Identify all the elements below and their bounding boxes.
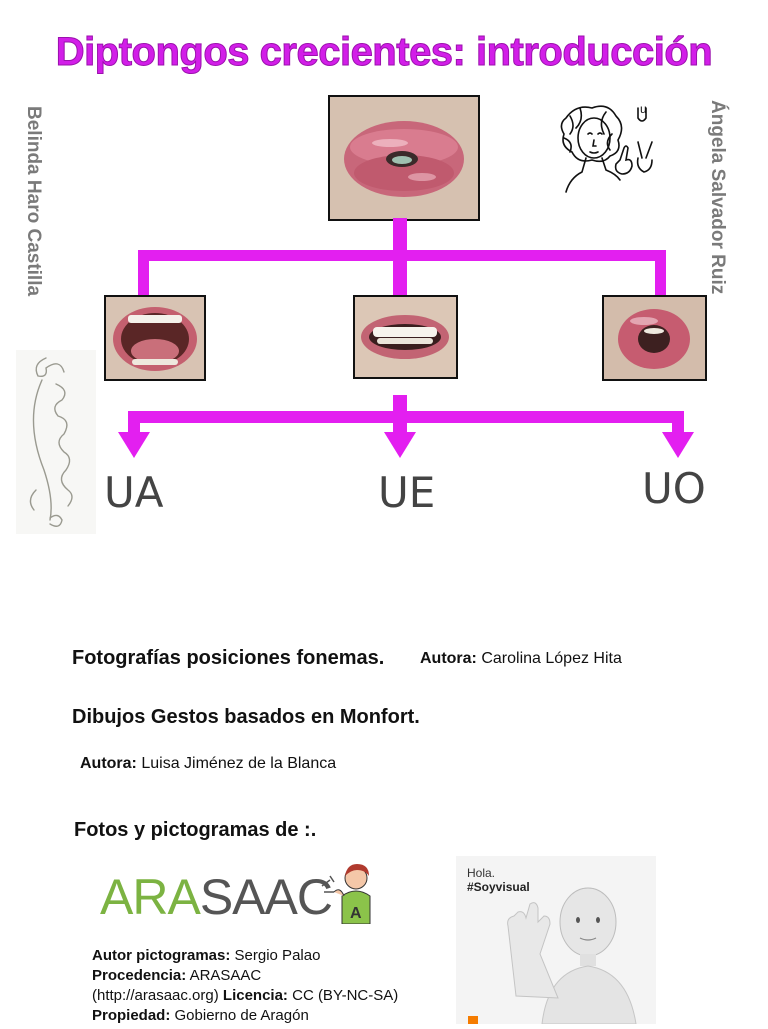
arasaac-mascot-icon: A [321, 864, 371, 925]
connector-leg-right [672, 411, 684, 435]
drawings-author-name: Luisa Jiménez de la Blanca [141, 755, 337, 772]
gesture-u-icon [560, 105, 653, 193]
page-title: Diptongos crecientes: introducción [55, 30, 713, 75]
vowel-ua: UA [104, 468, 164, 517]
photos-credit: Fotografías posiciones fonemas. [72, 647, 384, 670]
author-right: Ángela Salvador Ruiz [707, 100, 728, 295]
mouth-e-icon [355, 297, 456, 377]
arasaac-credits: Autor pictogramas: Sergio Palao Proceden… [92, 946, 432, 1026]
watermark-logo [16, 350, 96, 534]
arasaac-owner-label: Propiedad: [92, 1007, 171, 1024]
svg-text:A: A [350, 905, 362, 922]
gesture-label: u [640, 102, 647, 116]
arasaac-author: Sergio Palao [234, 947, 321, 964]
drawings-author-label: Autora: [80, 755, 137, 772]
arasaac-logo: ARASAAC [100, 868, 333, 926]
mouth-photo-o [602, 295, 707, 381]
mouth-photo-u [328, 95, 480, 221]
connector-stem-top [393, 218, 407, 258]
photos-author: Autora: Carolina López Hita [420, 650, 622, 668]
drawings-heading: Dibujos Gestos basados en Monfort. [72, 706, 420, 728]
soyvisual-hashtag: #Soyvisual [467, 880, 530, 894]
photos-author-name: Carolina López Hita [481, 650, 622, 667]
mouth-photo-a [104, 295, 206, 381]
pictos-heading: Fotos y pictogramas de :. [74, 819, 317, 841]
connector-drop-left [138, 250, 149, 296]
arrowheads [118, 432, 694, 458]
soyvisual-greeting: Hola. [467, 866, 496, 880]
mouth-u-icon [330, 97, 478, 219]
watermark-icon [29, 357, 73, 527]
arrow-down-icon-center [384, 432, 416, 458]
connector-drop-center [393, 250, 407, 296]
gesture-drawing: u [546, 98, 672, 214]
arasaac-mascot: A [316, 862, 374, 925]
mouth-a-icon [106, 297, 204, 379]
connector-leg-center [393, 411, 407, 435]
mouth-photo-e [353, 295, 458, 379]
connector-stem-bottom [393, 395, 407, 415]
mouth-o-icon [604, 297, 705, 379]
soyvisual-panel [456, 856, 656, 1025]
arasaac-logo-ara: ARA [100, 869, 201, 925]
arasaac-logo-saac: SAAC [199, 869, 333, 925]
arasaac-author-label: Autor pictogramas: [92, 947, 231, 964]
photos-author-label: Autora: [420, 650, 477, 667]
connector-leg-left [128, 411, 140, 435]
arasaac-source-label: Procedencia: [92, 967, 187, 984]
photos-heading: Fotografías posiciones fonemas. [72, 647, 385, 669]
connector-drop-right [655, 250, 666, 296]
arasaac-url: (http://arasaac.org) [92, 987, 219, 1004]
vowel-ue: UE [378, 468, 436, 517]
arasaac-license-label: Licencia: [222, 987, 288, 1004]
arasaac-license: CC (BY-NC-SA) [292, 987, 399, 1004]
arrow-down-icon-right [662, 432, 694, 458]
soyvisual-figure-icon [468, 887, 637, 1025]
arasaac-owner: Gobierno de Aragón [174, 1007, 309, 1024]
drawings-author: Autora: Luisa Jiménez de la Blanca [80, 755, 336, 773]
vowel-uo: UO [642, 464, 706, 513]
arrow-down-icon-left [118, 432, 150, 458]
author-left: Belinda Haro Castilla [23, 106, 44, 297]
arasaac-source: ARASAAC [189, 967, 262, 984]
